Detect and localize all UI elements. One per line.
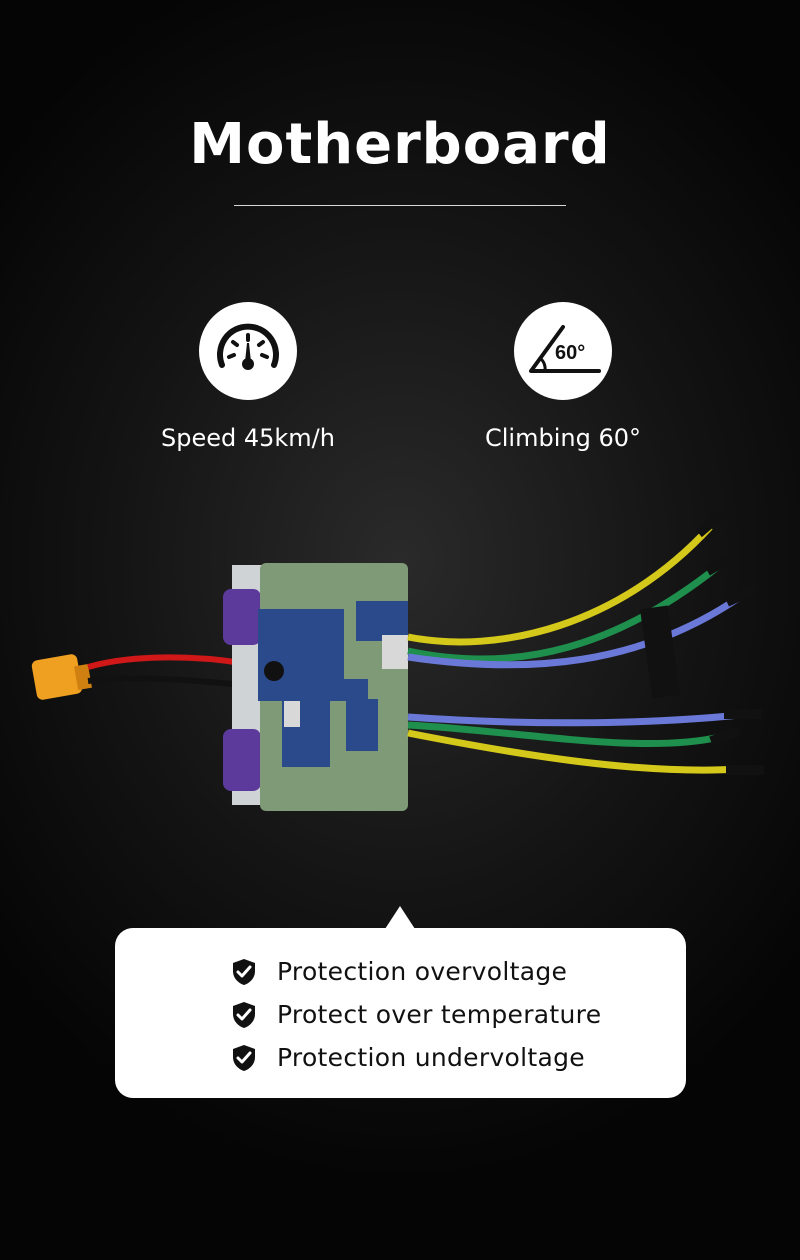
protection-callout: Protection overvoltage Protect over temp… [115,928,686,1098]
motherboard-image [20,505,780,835]
climbing-angle-text: 60° [555,342,585,364]
protection-label: Protect over temperature [277,1000,602,1029]
shield-check-icon [233,958,255,985]
title-divider [234,205,566,206]
protection-item: Protect over temperature [231,993,601,1036]
page-title: Motherboard [189,112,611,177]
feature-speed: Speed 45km/h [98,302,398,452]
protection-item: Protection overvoltage [231,950,601,993]
protection-item: Protection undervoltage [231,1036,601,1079]
feature-climbing: 60° Climbing 60° [413,302,713,452]
climbing-angle-icon: 60° [529,325,601,373]
feature-speed-label: Speed 45km/h [161,424,335,452]
feature-climbing-label: Climbing 60° [485,424,641,452]
shield-check-icon [233,1001,255,1028]
protection-label: Protection undervoltage [277,1043,585,1072]
protection-list: Protection overvoltage Protect over temp… [231,950,601,1079]
climbing-icon-circle: 60° [514,302,612,400]
speed-icon-circle [199,302,297,400]
protection-label: Protection overvoltage [277,957,568,986]
shield-check-icon [233,1044,255,1071]
motherboard-illustration [31,510,764,811]
speedometer-icon [217,323,279,370]
callout-pointer [385,906,415,929]
